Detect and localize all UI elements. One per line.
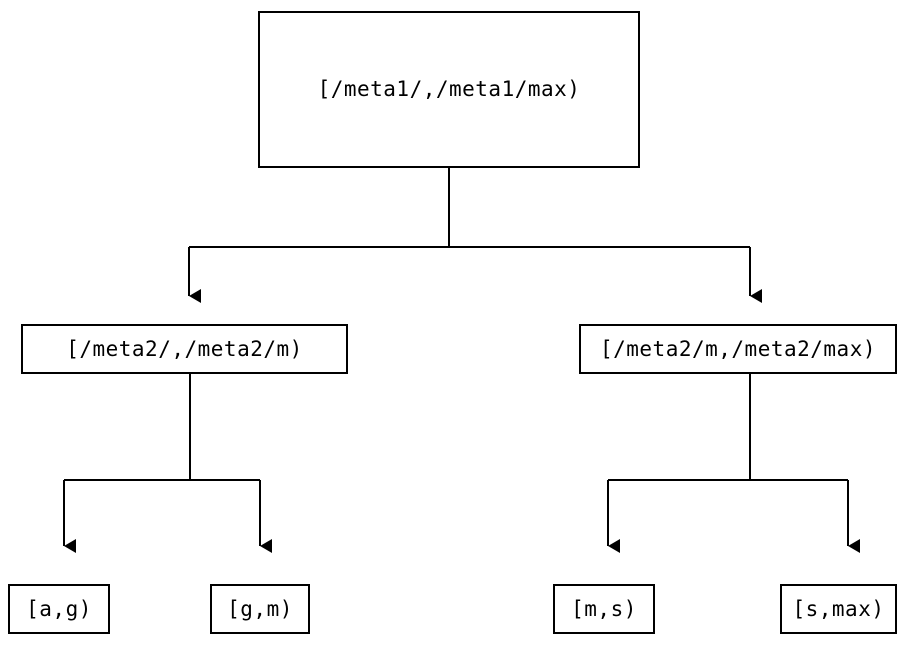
node-leaf-a-g: [a,g) bbox=[8, 584, 110, 634]
node-leaf-g-m-label: [g,m) bbox=[227, 596, 293, 621]
node-leaf-m-s: [m,s) bbox=[553, 584, 655, 634]
node-leaf-a-g-label: [a,g) bbox=[26, 596, 92, 621]
node-root-label: [/meta1/,/meta1/max) bbox=[317, 77, 581, 101]
node-mid-left-label: [/meta2/,/meta2/m) bbox=[66, 336, 303, 361]
node-leaf-s-max: [s,max) bbox=[780, 584, 897, 634]
node-mid-right: [/meta2/m,/meta2/max) bbox=[579, 324, 897, 374]
node-leaf-m-s-label: [m,s) bbox=[571, 596, 637, 621]
node-leaf-g-m: [g,m) bbox=[210, 584, 310, 634]
node-leaf-s-max-label: [s,max) bbox=[792, 596, 885, 621]
node-mid-left: [/meta2/,/meta2/m) bbox=[21, 324, 348, 374]
node-root: [/meta1/,/meta1/max) bbox=[258, 11, 640, 168]
node-mid-right-label: [/meta2/m,/meta2/max) bbox=[599, 336, 876, 361]
